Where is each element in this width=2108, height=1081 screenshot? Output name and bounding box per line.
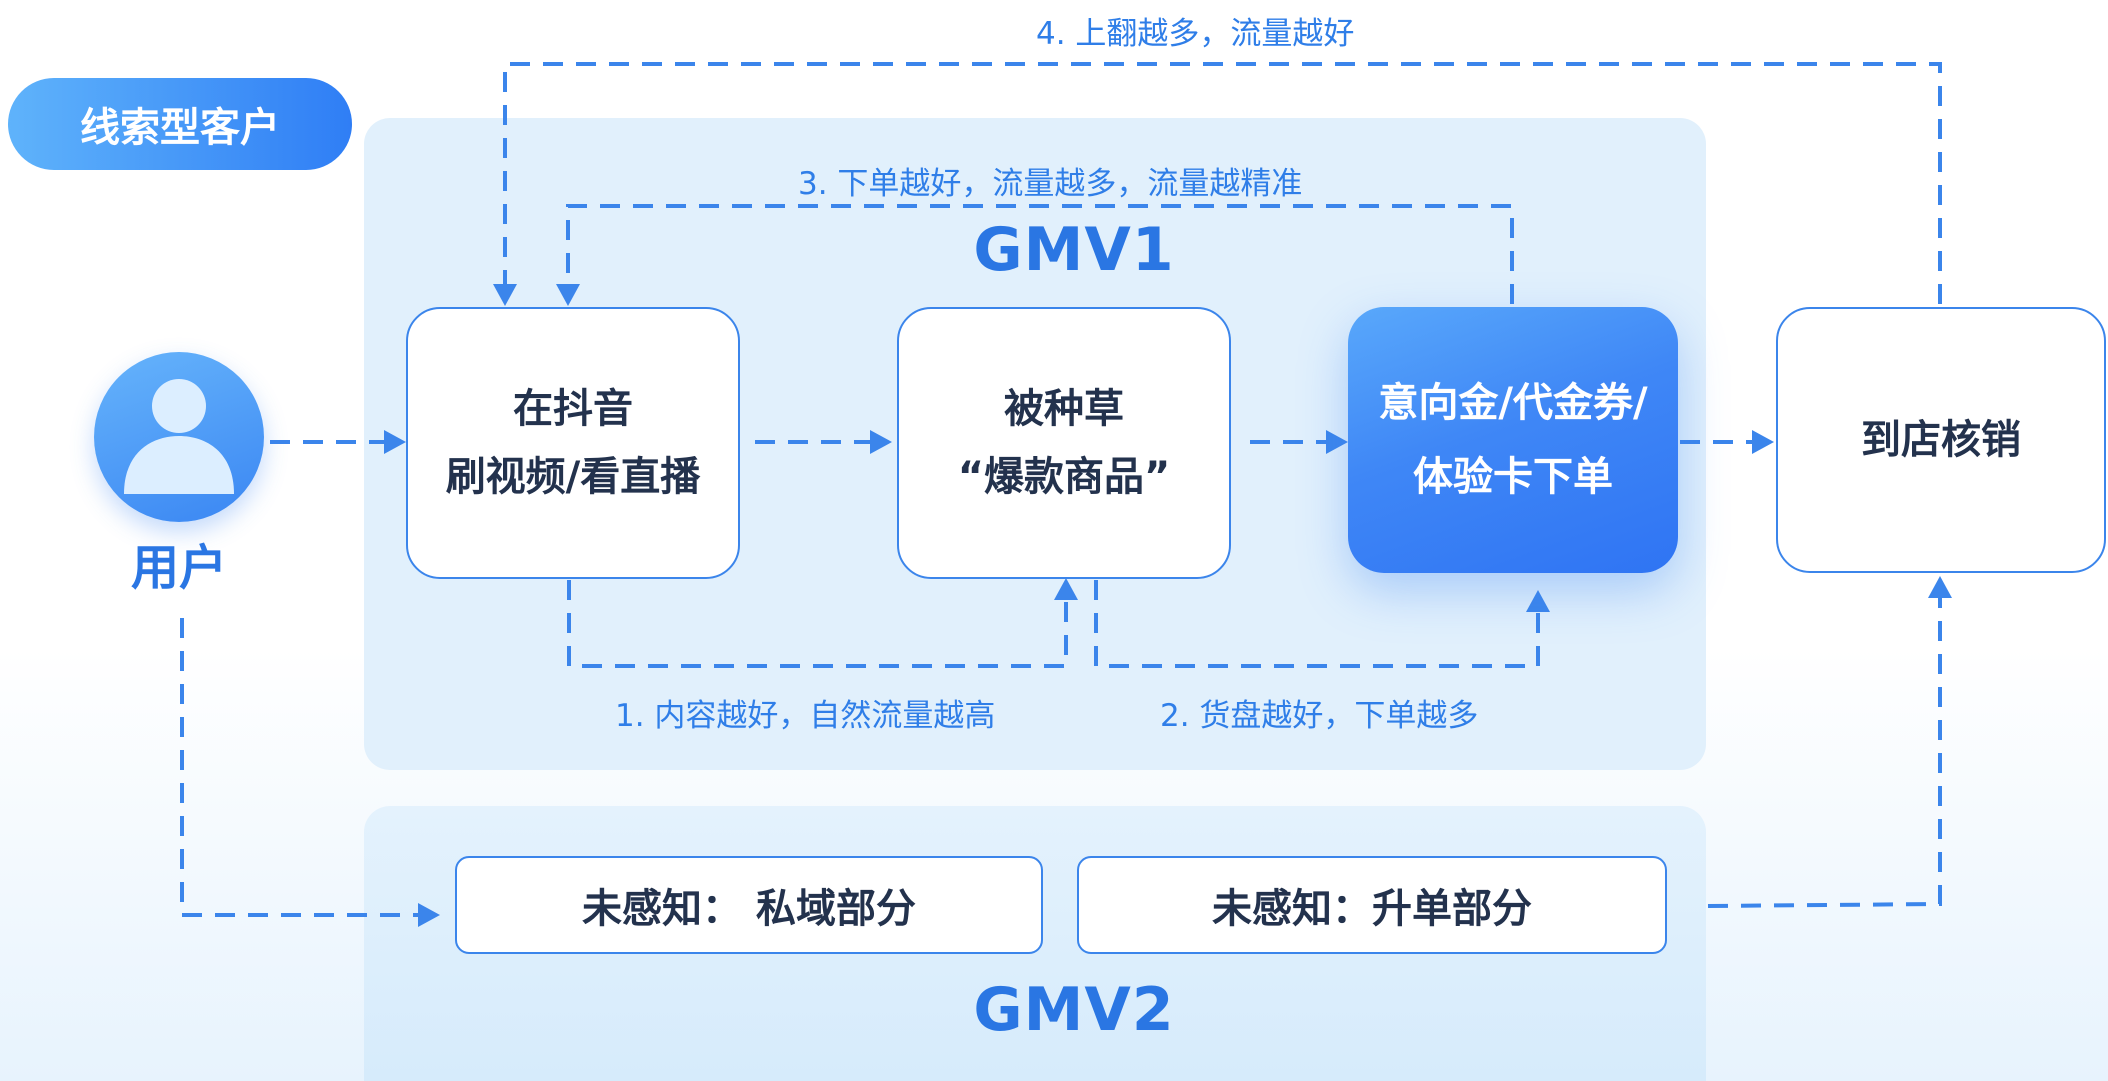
arrowhead-upsell [1928,576,1952,598]
loop-4-line [503,62,1942,304]
user-icon [124,379,234,494]
arrowhead-loop3 [556,284,580,306]
arrowhead-step1 [384,430,406,454]
pill-private-domain: 未感知： 私域部分 [455,856,1043,954]
arrowhead-loop1 [1054,578,1078,600]
gmv1-title: GMV1 [973,215,1175,285]
note-loop-3: 3. 下单越好，流量越多，流量越精准 [798,166,1303,202]
loop-1-line [567,580,1068,668]
customer-type-tag: 线索型客户 [8,78,352,170]
note-loop-1: 1. 内容越好，自然流量越高 [615,698,996,734]
step-store-redeem: 到店核销 [1776,307,2106,573]
step-browse-douyin: 在抖音 刷视频/看直播 [406,307,740,579]
gmv2-title: GMV2 [973,975,1175,1045]
user-avatar [94,352,264,522]
connector-pill-step4 [1707,596,1942,908]
arrowhead-pill [418,903,440,927]
step-seeded-line1: 被种草 [1004,386,1124,432]
note-loop-2: 2. 货盘越好，下单越多 [1160,698,1479,734]
step-order-line1: 意向金/代金券/ [1378,380,1648,426]
step-browse-line1: 在抖音 [513,386,633,432]
note-loop-4: 4. 上翻越多，流量越好 [1036,16,1355,52]
arrowhead-step3 [1326,430,1348,454]
step-browse-line2: 刷视频/看直播 [445,454,701,500]
loop-3-line [566,204,1514,304]
step-order-line2: 体验卡下单 [1413,454,1613,500]
arrowhead-loop2 [1526,590,1550,612]
step-seeded-product: 被种草 “爆款商品” [897,307,1231,579]
arrowhead-step4 [1752,430,1774,454]
loop-2-line [1094,580,1540,668]
user-label: 用户 [130,540,227,596]
step-place-order: 意向金/代金券/ 体验卡下单 [1348,307,1678,573]
pill-upsell: 未感知：升单部分 [1077,856,1667,954]
arrowhead-loop4 [493,284,517,306]
step-redeem-label: 到店核销 [1861,417,2021,463]
connector-user-pill [180,618,420,917]
step-seeded-line2: “爆款商品” [957,454,1171,500]
arrowhead-step2 [870,430,892,454]
